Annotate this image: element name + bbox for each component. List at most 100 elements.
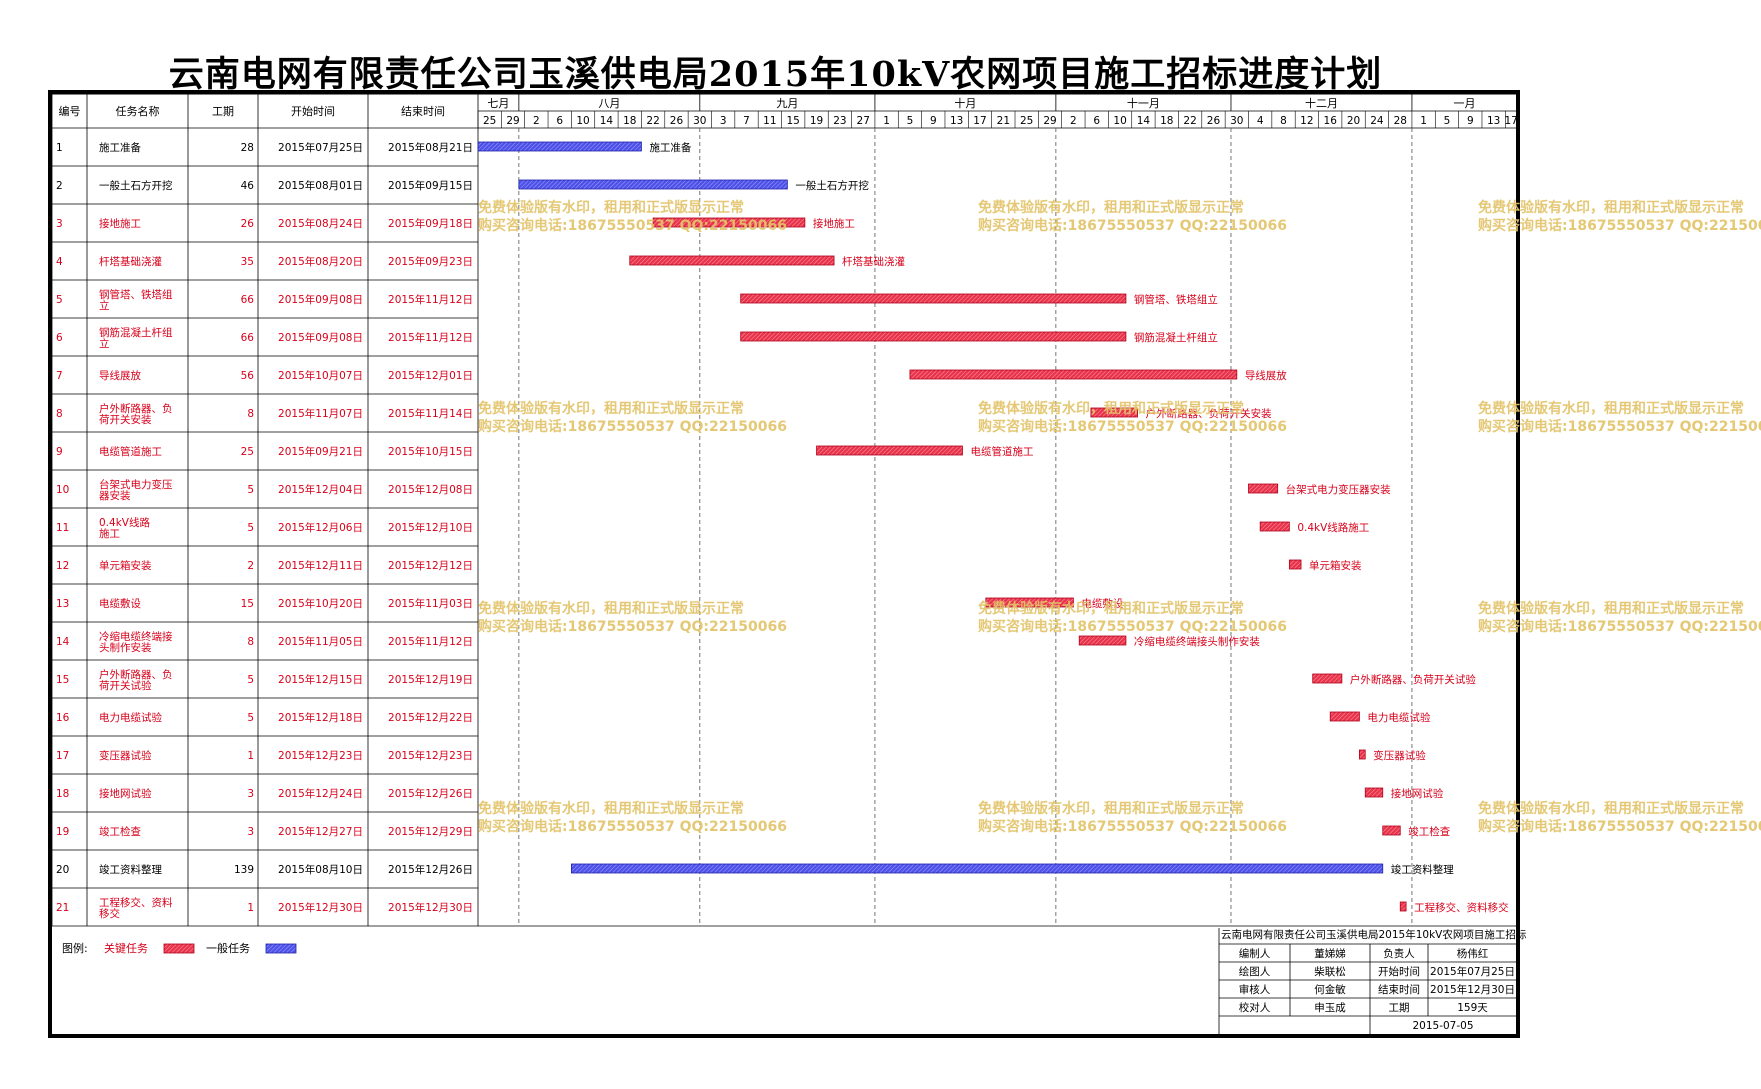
task-id: 12 xyxy=(56,560,69,572)
gantt-bar[interactable] xyxy=(629,255,835,266)
gantt-bar-label: 电缆管道施工 xyxy=(970,445,1033,458)
gantt-bar[interactable] xyxy=(1399,901,1407,912)
task-id: 6 xyxy=(56,332,63,344)
gantt-bar-label: 电缆敷设 xyxy=(1081,597,1123,610)
task-start: 2015年08月10日 xyxy=(278,863,363,876)
task-id: 17 xyxy=(56,750,69,762)
task-start: 2015年12月30日 xyxy=(278,901,363,914)
task-start: 2015年12月04日 xyxy=(278,483,363,496)
day-tick-label: 29 xyxy=(506,115,519,127)
task-duration: 25 xyxy=(241,446,254,458)
day-tick-label: 19 xyxy=(810,115,823,127)
task-end: 2015年11月12日 xyxy=(388,293,473,306)
info-cell: 审核人 xyxy=(1239,983,1271,996)
task-name: 导线展放 xyxy=(99,369,141,382)
day-tick-label: 26 xyxy=(670,115,684,127)
gantt-bar[interactable] xyxy=(740,331,1127,342)
task-name: 竣工检查 xyxy=(99,825,141,838)
gantt-bar-label: 电力电缆试验 xyxy=(1367,711,1430,724)
task-id: 11 xyxy=(56,522,69,534)
gantt-bar-label: 钢筋混凝土杆组立 xyxy=(1134,331,1218,344)
day-tick-label: 21 xyxy=(997,115,1010,127)
info-cell: 开始时间 xyxy=(1378,965,1420,978)
day-tick-label: 9 xyxy=(1467,115,1474,127)
column-header: 开始时间 xyxy=(291,104,335,118)
gantt-bar[interactable] xyxy=(1382,825,1401,836)
info-cell: 编制人 xyxy=(1239,947,1271,960)
day-tick-label: 18 xyxy=(623,115,636,127)
gantt-bar[interactable] xyxy=(985,597,1074,608)
info-cell: 校对人 xyxy=(1239,1001,1271,1014)
chart-frame xyxy=(48,90,1520,1038)
info-cell: 2015年12月30日 xyxy=(1430,983,1515,996)
gantt-bar[interactable] xyxy=(1358,749,1366,760)
task-end: 2015年09月15日 xyxy=(388,179,473,192)
gantt-bar[interactable] xyxy=(1078,635,1127,646)
task-id: 18 xyxy=(56,788,69,800)
day-tick-label: 11 xyxy=(763,115,776,127)
task-name: 接地网试验 xyxy=(99,787,152,800)
gantt-bar-label: 0.4kV线路施工 xyxy=(1297,521,1369,534)
gantt-bar[interactable] xyxy=(816,445,963,456)
task-duration: 5 xyxy=(247,484,254,496)
month-label: 八月 xyxy=(598,97,620,110)
task-id: 13 xyxy=(56,598,69,610)
legend-title: 图例: xyxy=(62,941,88,955)
gantt-bar[interactable] xyxy=(477,141,642,152)
task-end: 2015年11月12日 xyxy=(388,635,473,648)
day-tick-label: 2 xyxy=(1070,115,1077,127)
gantt-bar-label: 钢管塔、铁塔组立 xyxy=(1134,293,1218,306)
task-name: 单元箱安装 xyxy=(99,559,152,572)
gantt-bar[interactable] xyxy=(1288,559,1302,570)
task-name: 荷开关安装 xyxy=(99,413,152,426)
info-cell: 负责人 xyxy=(1383,947,1415,960)
task-duration: 3 xyxy=(247,788,254,800)
gantt-bar[interactable] xyxy=(1248,483,1279,494)
task-end: 2015年12月29日 xyxy=(388,825,473,838)
task-name: 接地施工 xyxy=(99,217,141,230)
task-name: 一般土石方开挖 xyxy=(99,179,173,192)
task-start: 2015年12月06日 xyxy=(278,521,363,534)
day-tick-label: 5 xyxy=(1444,115,1451,127)
task-end: 2015年12月23日 xyxy=(388,749,473,762)
task-duration: 5 xyxy=(247,712,254,724)
chart-title: 云南电网有限责任公司玉溪供电局2015年10kV农网项目施工招标进度计划 xyxy=(168,54,1383,95)
task-end: 2015年12月26日 xyxy=(388,863,473,876)
task-end: 2015年12月01日 xyxy=(388,369,473,382)
task-duration: 46 xyxy=(241,180,255,192)
legend-general-label: 一般任务 xyxy=(206,942,250,955)
gantt-bar-label: 户外断路器、负荷开关安装 xyxy=(1146,407,1272,420)
gantt-bar[interactable] xyxy=(1090,407,1138,418)
gantt-bar[interactable] xyxy=(909,369,1238,380)
task-name: 0.4kV线路 xyxy=(99,516,150,529)
day-tick-label: 14 xyxy=(600,115,614,127)
gantt-bar-label: 单元箱安装 xyxy=(1309,559,1362,572)
day-tick-label: 6 xyxy=(556,115,563,127)
gantt-bar-label: 杆塔基础浇灌 xyxy=(842,255,905,268)
task-duration: 1 xyxy=(247,750,254,762)
gantt-bar[interactable] xyxy=(1364,787,1384,798)
day-tick-label: 25 xyxy=(483,115,496,127)
gantt-bar[interactable] xyxy=(1312,673,1343,684)
task-start: 2015年12月27日 xyxy=(278,825,363,838)
gantt-bar[interactable] xyxy=(740,293,1127,304)
day-tick-label: 1 xyxy=(883,115,890,127)
gantt-bar-label: 竣工检查 xyxy=(1408,825,1450,838)
gantt-bar[interactable] xyxy=(652,217,806,228)
gantt-bar-label: 户外断路器、负荷开关试验 xyxy=(1350,673,1476,686)
day-tick-label: 25 xyxy=(1020,115,1033,127)
task-start: 2015年08月20日 xyxy=(278,255,363,268)
task-start: 2015年12月11日 xyxy=(278,559,363,572)
day-tick-label: 13 xyxy=(950,115,963,127)
gantt-bar[interactable] xyxy=(570,863,1384,874)
gantt-bar[interactable] xyxy=(518,179,788,190)
gantt-bar[interactable] xyxy=(1329,711,1360,722)
task-end: 2015年12月10日 xyxy=(388,521,473,534)
day-tick-label: 8 xyxy=(1280,115,1287,127)
task-name: 荷开关试验 xyxy=(99,679,152,692)
gantt-bar-label: 竣工资料整理 xyxy=(1391,863,1454,876)
column-header: 编号 xyxy=(59,104,81,118)
task-duration: 66 xyxy=(241,332,255,344)
column-header: 任务名称 xyxy=(116,104,160,118)
gantt-bar[interactable] xyxy=(1259,521,1290,532)
